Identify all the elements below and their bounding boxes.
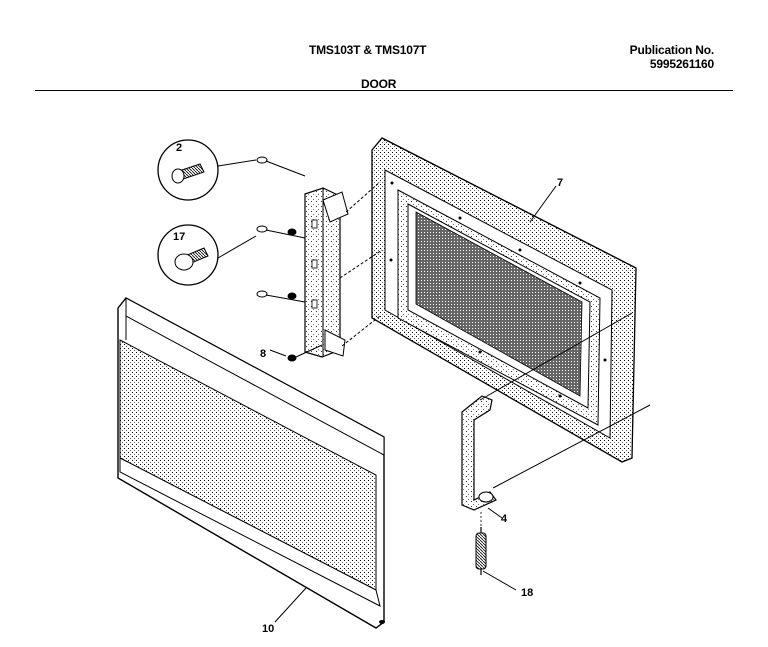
door-panel [117, 297, 385, 629]
screw-2 [256, 156, 306, 177]
model-number: TMS103T & TMS107T [309, 43, 427, 57]
screw-8b [287, 292, 297, 300]
screw-17a [256, 225, 306, 239]
screw-8a [287, 228, 297, 236]
publication-info: Publication No. 5995261160 [629, 43, 715, 71]
screws [256, 156, 383, 362]
callout-17: 17 [173, 231, 185, 243]
hinge-bracket [304, 187, 349, 358]
section-title: DOOR [361, 77, 397, 91]
callout-8: 8 [260, 348, 266, 360]
screw-8c [287, 344, 323, 362]
screw-17b [256, 290, 306, 303]
publication-label: Publication No. [629, 43, 715, 57]
callout-2: 2 [176, 142, 182, 154]
door-frame [371, 137, 637, 463]
header-rule [35, 90, 733, 91]
callout-7: 7 [557, 177, 563, 189]
inset-screw-17 [157, 224, 257, 286]
callout-labels: 2 17 7 8 4 18 10 [173, 142, 563, 635]
callout-4: 4 [501, 513, 508, 525]
inset-screw-2 [157, 139, 257, 201]
callout-10: 10 [262, 623, 274, 635]
door-latch [461, 312, 651, 511]
latch-spring [475, 512, 487, 575]
publication-number: 5995261160 [649, 57, 714, 71]
leader-lines [269, 185, 557, 623]
callout-18: 18 [521, 587, 533, 599]
